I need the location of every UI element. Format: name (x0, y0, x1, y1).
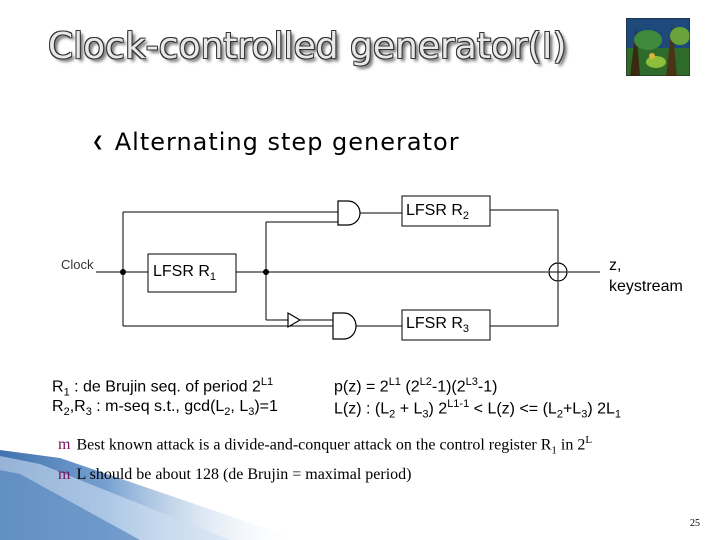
decorative-swoosh (0, 450, 300, 540)
lfsr-r3-box (401, 309, 491, 341)
bullet-text: Alternating step generator (114, 128, 460, 156)
and-gate-bottom (332, 312, 357, 340)
output-label: z, keystream (609, 255, 683, 297)
note-bullet-icon: m (58, 436, 71, 454)
lfsr-r2-box (401, 195, 491, 227)
output-z: z, (609, 257, 622, 274)
inverter-gate (287, 311, 302, 329)
clock-label: Clock (61, 257, 94, 272)
bullet-icon: ❮ (92, 134, 105, 150)
lfsr-r3-label: LFSR R3 (406, 315, 470, 336)
page-number: 25 (690, 518, 700, 529)
right-desc-line2: L(z) : (L2 + L3) 2L1-1 < L(z) <= (L2+L3)… (334, 398, 622, 421)
lfsr-r2-label: LFSR R2 (406, 202, 470, 223)
left-desc-line2: R2,R3 : m-seq s.t., gcd(L2, L3)=1 (52, 398, 278, 419)
forest-picture (626, 18, 690, 76)
main-bullet: ❮ Alternating step generator (92, 128, 460, 156)
output-keystream: keystream (609, 278, 683, 295)
right-desc-line1: p(z) = 2L1 (2L2-1)(2L3-1) (334, 376, 498, 396)
left-desc-line1: R1 : de Brujin seq. of period 2L1 (52, 376, 274, 399)
and-gate-top (337, 200, 361, 226)
slide-title: Clock-controlled generator(I) (48, 26, 567, 67)
note-bullet-icon: m (58, 466, 71, 483)
clock-junction (120, 269, 126, 275)
r1-junction (263, 269, 269, 275)
lfsr-r1-label: LFSR R1 (153, 263, 217, 284)
lfsr-r1-box (147, 253, 237, 293)
